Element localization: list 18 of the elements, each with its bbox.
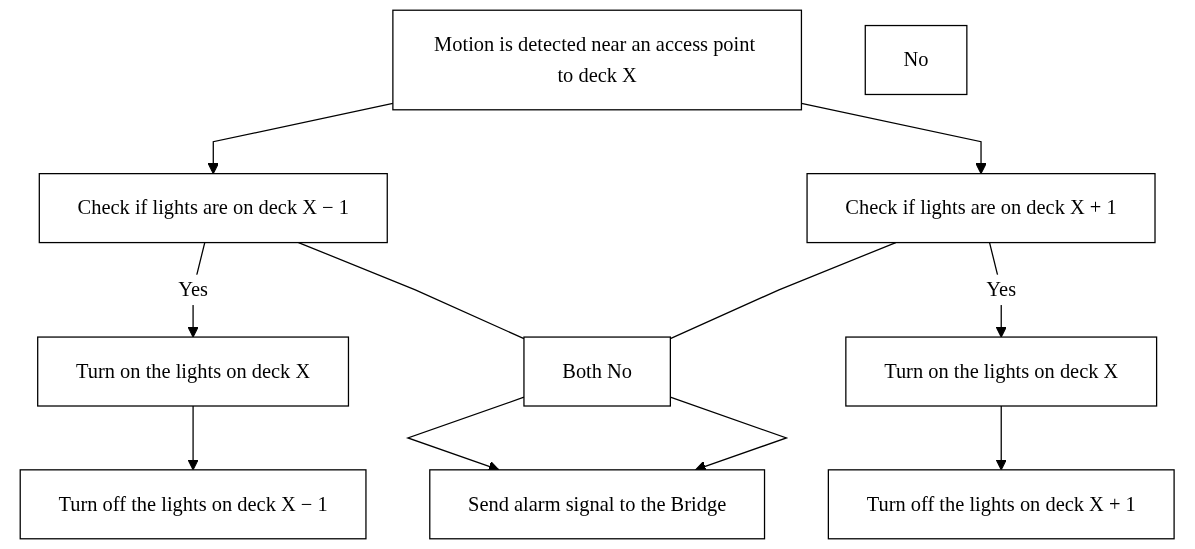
edge-label: Yes bbox=[178, 278, 209, 301]
edge-label: Yes bbox=[986, 278, 1017, 301]
node-box: Check if lights are on deck X − 1 bbox=[39, 173, 389, 244]
node-box: Both No bbox=[523, 336, 672, 407]
arrow bbox=[995, 405, 1008, 471]
node-box: Turn on the lights on deck X bbox=[37, 336, 350, 407]
node-box: Send alarm signal to the Bridge bbox=[429, 469, 766, 540]
node-box: Turn on the lights on deck X bbox=[845, 336, 1158, 407]
connector bbox=[670, 241, 897, 340]
arrow bbox=[801, 102, 987, 175]
arrow bbox=[208, 102, 394, 175]
node-box: Check if lights are on deck X + 1 bbox=[806, 173, 1156, 244]
node-box: Turn off the lights on deck X − 1 bbox=[19, 469, 367, 540]
node-box: Turn off the lights on deck X + 1 bbox=[828, 469, 1176, 540]
node-box: Motion is detected near an access point to deck X bbox=[392, 9, 803, 111]
arrow bbox=[187, 405, 200, 471]
connector bbox=[298, 241, 525, 340]
node-box: No bbox=[864, 24, 968, 96]
